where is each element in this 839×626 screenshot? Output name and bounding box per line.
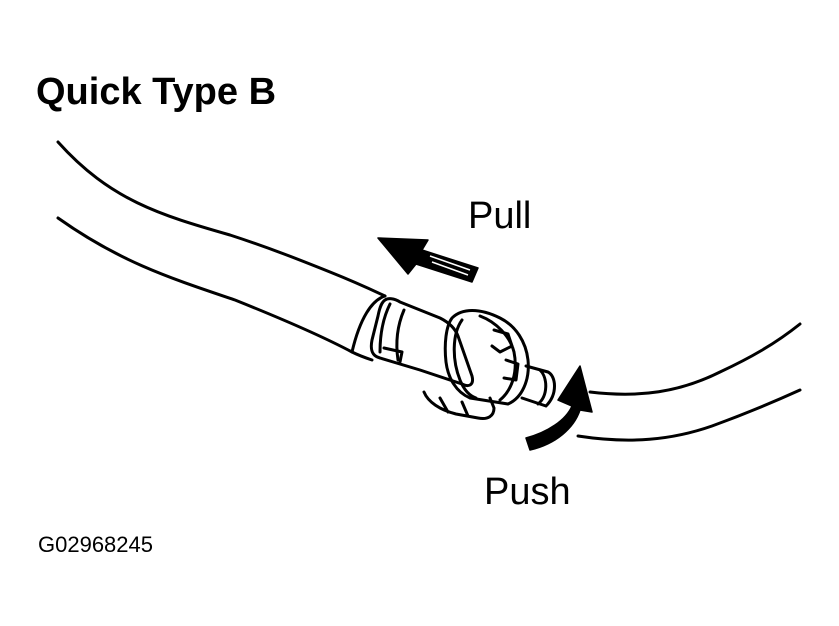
left-hose-end-cap — [350, 294, 387, 354]
connector-sleeve-slot — [382, 346, 404, 364]
right-hose — [576, 322, 802, 442]
push-label: Push — [484, 471, 571, 513]
connector-sleeve — [369, 297, 474, 388]
right-hose-bottom-edge — [576, 388, 802, 442]
left-hose-top-edge — [56, 140, 387, 298]
connector-sleeve-ridge-1 — [378, 302, 392, 354]
diagram-title: Quick Type B — [36, 71, 277, 113]
pull-arrow-icon — [377, 237, 479, 283]
figure-code: G02968245 — [38, 532, 153, 557]
push-arrow-icon — [525, 365, 593, 451]
left-hose — [56, 140, 387, 362]
connector-collar-inner — [452, 318, 478, 400]
connector-latch-side — [502, 358, 520, 382]
connector-body — [369, 297, 556, 420]
connector-pipe-stub — [520, 364, 556, 408]
pull-label: Pull — [468, 195, 532, 237]
left-hose-bottom-edge — [56, 216, 374, 362]
connector-collar — [443, 309, 530, 406]
connector-retainer-clip — [422, 390, 496, 420]
connector-latch-top — [490, 328, 514, 354]
connector-pipe-band — [536, 368, 548, 406]
connector-collar-rim — [478, 314, 517, 402]
right-hose-top-edge — [588, 322, 802, 396]
connector-sleeve-ridge-2 — [395, 308, 406, 362]
